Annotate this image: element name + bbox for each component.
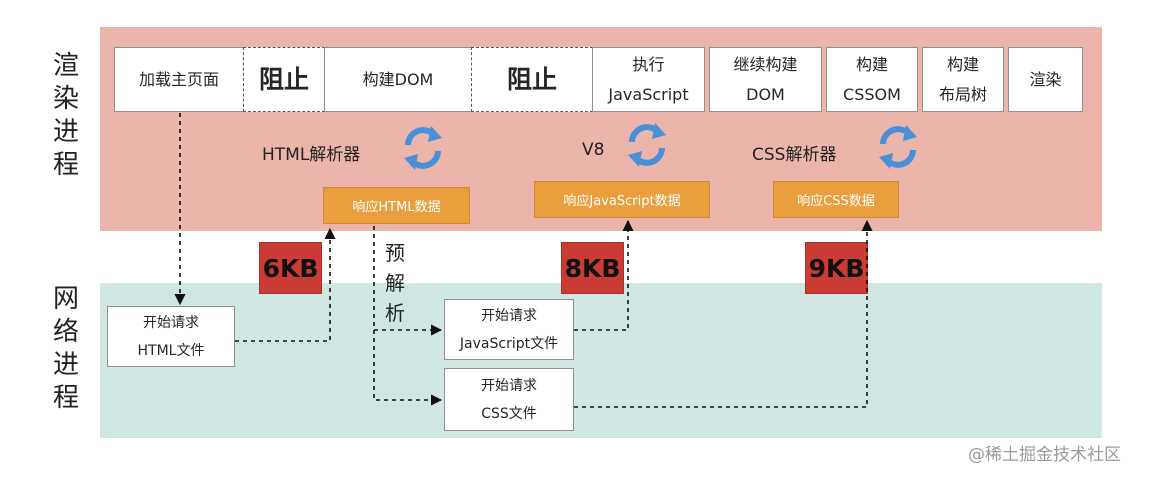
request-js-box: 开始请求 JavaScript文件 — [444, 299, 574, 360]
css-parser-label: CSS解析器 — [752, 145, 837, 165]
request-css-box: 开始请求 CSS文件 — [444, 368, 574, 431]
stage-build-layout-tree: 构建 布局树 — [922, 47, 1004, 112]
html-parser-label: HTML解析器 — [262, 145, 361, 165]
css-size-badge: 9KB — [805, 242, 868, 294]
html-size-badge: 6KB — [259, 242, 322, 294]
stage-load-page: 加载主页面 — [114, 47, 244, 112]
watermark: @稀土掘金技术社区 — [968, 445, 1121, 465]
preparse-label: 预 解 析 — [385, 241, 405, 325]
stage-run-js: 执行 JavaScript — [592, 47, 705, 112]
request-html-box: 开始请求 HTML文件 — [107, 306, 235, 367]
network-process-lane — [100, 283, 1102, 438]
js-size-badge: 8KB — [561, 242, 624, 294]
network-process-label: 网 络 进 程 — [52, 284, 79, 413]
css-parser-cycle-icon — [879, 125, 917, 169]
stage-continue-dom: 继续构建 DOM — [709, 47, 822, 112]
v8-engine-label: V8 — [582, 140, 605, 160]
html-parser-cycle-icon — [404, 126, 442, 170]
js-response-box: 响应JavaScript数据 — [534, 181, 710, 218]
html-response-box: 响应HTML数据 — [323, 187, 470, 224]
stage-block-2: 阻止 — [471, 47, 593, 112]
stage-paint: 渲染 — [1008, 47, 1083, 112]
v8-cycle-icon — [628, 123, 666, 167]
render-process-label: 渲 染 进 程 — [52, 51, 79, 180]
stage-build-dom: 构建DOM — [324, 47, 472, 112]
css-response-box: 响应CSS数据 — [773, 181, 899, 218]
stage-block-1: 阻止 — [243, 47, 325, 112]
stage-build-cssom: 构建 CSSOM — [826, 47, 918, 112]
